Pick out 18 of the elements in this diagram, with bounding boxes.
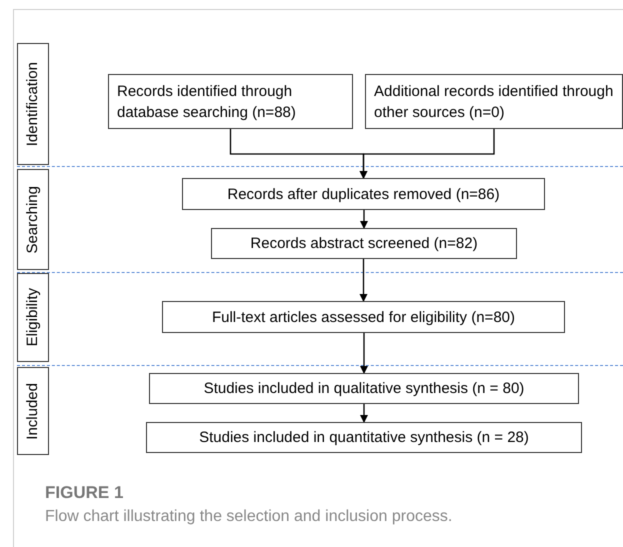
process-box: Additional records identified through other sources (n=0) [365,74,623,129]
process-box: Full-text articles assessed for eligibility (n=80) [162,301,565,333]
arrow [360,333,368,374]
arrow [360,129,495,179]
arrow [360,404,368,423]
process-box: Studies included in quantitative synthesis (n = 28) [146,422,582,453]
stage-label: Identification [17,43,49,165]
stage-label: Included [17,367,49,455]
figure-caption: Flow chart illustrating the selection and inclusion process. [45,507,452,527]
stage-label: Searching [17,169,49,270]
stage-label: Eligibility [17,273,49,362]
process-box: Records abstract screened (n=82) [211,228,517,259]
process-box: Records identified through database searching (n=88) [108,74,353,129]
figure-title: FIGURE 1 [45,482,124,504]
arrow [360,210,368,229]
process-box: Records after duplicates removed (n=86) [182,178,545,210]
arrow [360,259,368,302]
process-box: Studies included in qualitative synthesis (n = 80) [149,373,579,404]
